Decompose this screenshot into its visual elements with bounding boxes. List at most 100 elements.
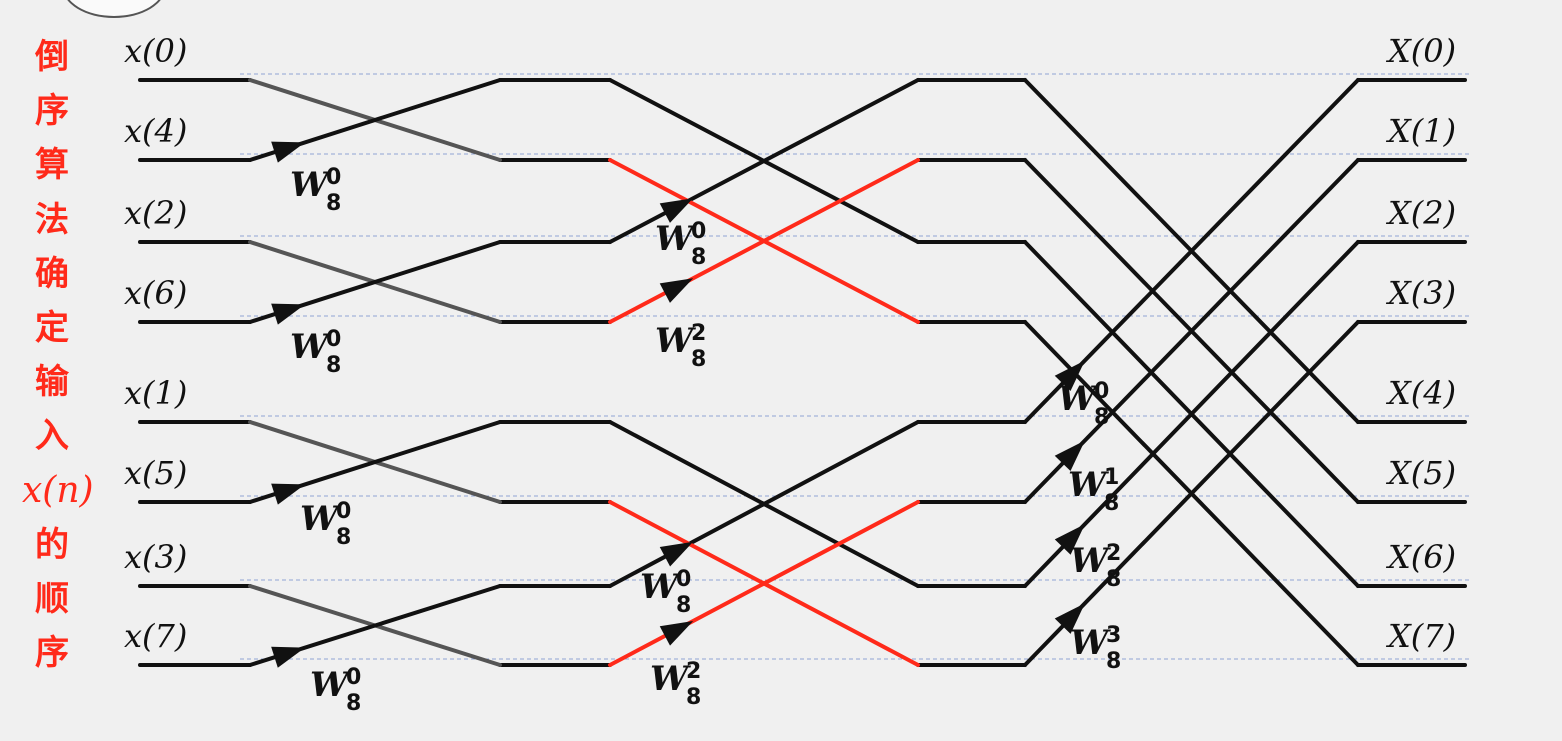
input-label: x(2)	[124, 194, 187, 232]
twiddle-base: W	[1068, 465, 1109, 505]
arrow-s3-1	[1054, 440, 1085, 472]
twiddle-sup: 0	[691, 219, 706, 244]
wire-s2-twiddle-3	[608, 500, 920, 667]
twiddle-sub: 8	[1094, 405, 1109, 430]
twiddle-sup: 0	[336, 499, 351, 524]
twiddle-sup: 3	[1106, 623, 1121, 648]
twiddle-base: W	[1070, 541, 1111, 581]
twiddle-s2-3: W28	[650, 659, 701, 710]
twiddle-s3-1: W18	[1068, 465, 1119, 516]
twiddle-s1-0: W08	[290, 165, 341, 216]
title-char-xn: x(n)	[22, 469, 94, 511]
twiddle-s1-2: W08	[300, 499, 351, 550]
twiddle-sub: 8	[1106, 649, 1121, 674]
twiddle-base: W	[310, 665, 351, 705]
arrow-s2-0	[659, 198, 694, 223]
twiddle-base: W	[290, 327, 331, 367]
twiddle-sup: 0	[676, 567, 691, 592]
twiddle-sub: 8	[676, 593, 691, 618]
output-label: X(6)	[1385, 538, 1456, 576]
twiddle-base: W	[1058, 379, 1099, 419]
output-label: X(2)	[1385, 194, 1456, 232]
wire-s2-twiddle-2	[608, 420, 920, 588]
twiddle-sub: 8	[1106, 567, 1121, 592]
input-label: x(6)	[124, 274, 187, 312]
twiddle-sup: 1	[1104, 465, 1119, 490]
wire-s2-twiddle-0	[608, 78, 920, 244]
arrow-s2-2	[659, 541, 694, 567]
input-label: x(5)	[124, 454, 187, 492]
twiddle-s1-1: W08	[290, 327, 341, 378]
twiddle-sub: 8	[326, 191, 341, 216]
arrow-s1-0	[271, 141, 305, 163]
output-label: X(3)	[1385, 274, 1456, 312]
butterfly-wires	[138, 78, 1467, 667]
title-char: 确	[35, 253, 69, 294]
twiddle-s3-2: W28	[1070, 541, 1121, 592]
twiddle-sub: 8	[326, 353, 341, 378]
input-label: x(1)	[124, 374, 187, 412]
twiddle-s3-0: W08	[1058, 379, 1109, 430]
arrow-s2-1	[659, 278, 694, 303]
guide-lines	[240, 73, 1470, 660]
arrow-s1-2	[271, 483, 305, 505]
twiddle-sub: 8	[346, 691, 361, 716]
twiddle-base: W	[1070, 623, 1111, 663]
twiddle-base: W	[655, 321, 696, 361]
title-char: 的	[35, 524, 69, 565]
twiddle-sup: 0	[326, 327, 341, 352]
arrow-s3-0	[1054, 360, 1085, 392]
twiddle-sub: 8	[686, 685, 701, 710]
twiddle-sub: 8	[691, 347, 706, 372]
title-char: 倒	[35, 37, 69, 77]
twiddle-sup: 2	[686, 659, 701, 684]
twiddle-sub: 8	[336, 525, 351, 550]
title-char: 序	[35, 91, 69, 132]
input-label: x(3)	[124, 538, 187, 576]
twiddle-s2-1: W28	[655, 321, 706, 372]
title-char: 定	[35, 307, 69, 348]
twiddle-s2-2: W08	[640, 567, 691, 618]
title-char: 序	[35, 633, 69, 674]
twiddle-base: W	[300, 499, 341, 539]
input-labels: x(0) x(4) x(2) x(6) x(1) x(5) x(3) x(7)	[124, 32, 187, 655]
twiddle-sub: 8	[1104, 491, 1119, 516]
title-char: 算	[35, 145, 69, 186]
twiddle-s1-3: W08	[310, 665, 361, 716]
input-label: x(0)	[124, 32, 187, 70]
arrow-s3-3	[1054, 603, 1085, 634]
twiddle-arrows	[271, 141, 1085, 668]
twiddle-sup: 2	[691, 321, 706, 346]
twiddle-base: W	[640, 567, 681, 607]
arrow-s1-1	[271, 303, 305, 325]
twiddle-base: W	[655, 219, 696, 259]
output-label: X(0)	[1385, 32, 1456, 70]
arrow-s2-3	[659, 620, 694, 646]
input-label: x(4)	[124, 112, 187, 150]
twiddle-sup: 2	[1106, 541, 1121, 566]
twiddle-sup: 0	[346, 665, 361, 690]
twiddle-sup: 0	[326, 165, 341, 190]
output-label: X(5)	[1385, 454, 1456, 492]
title-char: 输	[35, 362, 69, 403]
title-char: 法	[35, 199, 69, 240]
twiddle-sub: 8	[691, 245, 706, 270]
vertical-title: 倒 序 算 法 确 定 输 入 x(n) 的 顺 序	[22, 30, 94, 680]
twiddle-sup: 0	[1094, 379, 1109, 404]
arrow-s3-2	[1054, 524, 1085, 555]
output-label: X(4)	[1385, 374, 1456, 412]
output-labels: X(0) X(1) X(2) X(3) X(4) X(5) X(6) X(7)	[1385, 32, 1456, 655]
input-label: x(7)	[124, 617, 187, 655]
twiddle-base: W	[290, 165, 331, 205]
output-label: X(7)	[1385, 617, 1456, 655]
twiddle-base: W	[650, 659, 691, 699]
wire-s2-twiddle-1	[608, 158, 920, 324]
title-char: 入	[35, 416, 69, 457]
twiddle-s2-0: W08	[655, 219, 706, 270]
arrow-s1-3	[271, 646, 305, 668]
output-label: X(1)	[1385, 112, 1456, 150]
twiddle-s3-3: W38	[1070, 623, 1121, 674]
